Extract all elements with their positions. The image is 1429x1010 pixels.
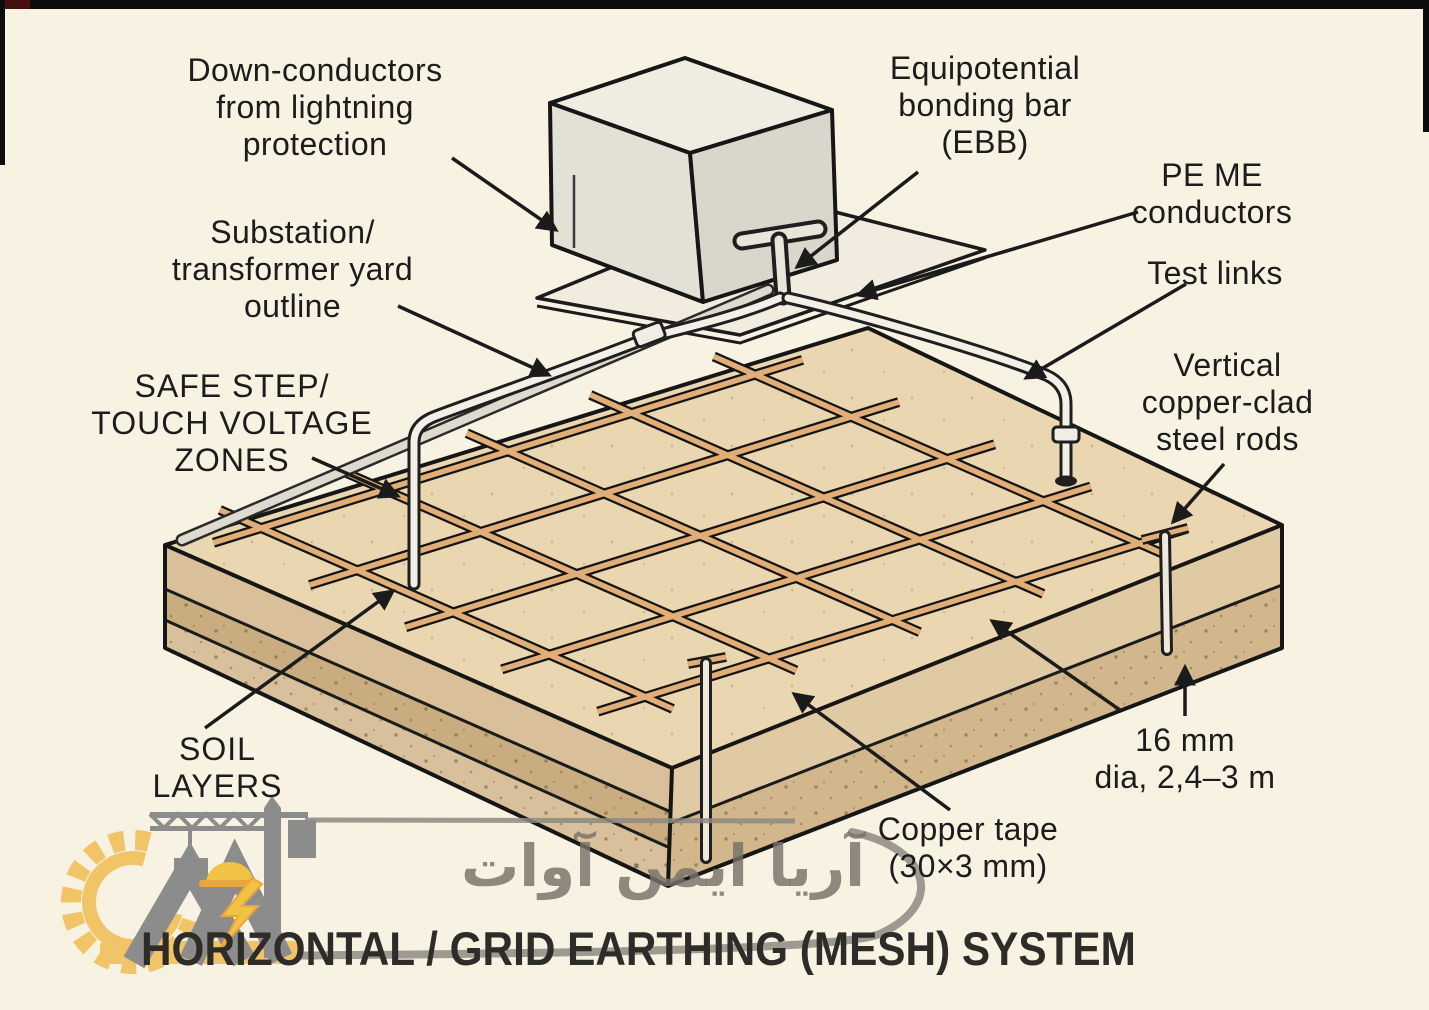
label-soil-layers: SOIL LAYERS	[152, 731, 283, 804]
label-rod-dimensions: 16 mm dia, 2,4–3 m	[1094, 722, 1276, 795]
leader-copper-tape	[791, 692, 952, 812]
stamp-arc	[231, 828, 925, 960]
vertical-rods	[687, 523, 1190, 864]
diagram-title: HORIZONTAL / GRID EARTHING (MESH) SYSTEM	[141, 922, 1136, 975]
copper-tape-run	[589, 392, 1045, 597]
label-substation-outline: Substation/ transformer yard outline	[171, 214, 414, 324]
leader-soil-layers	[203, 589, 396, 730]
leader-down-conductors	[451, 156, 559, 232]
watermark-brand-text: آریا ایمن آوات	[460, 832, 866, 900]
label-vertical-rods: Vertical copper-clad steel rods	[1141, 347, 1314, 457]
leader-substation-outline	[397, 304, 552, 378]
top-left-accent	[0, 0, 30, 9]
test-link-clamp	[1051, 425, 1081, 444]
pe-conductor-right	[781, 291, 1077, 487]
label-down-conductors: Down-conductors from lightning protectio…	[187, 52, 443, 162]
watermark-stamp	[231, 817, 925, 960]
crane-jib-line	[304, 817, 796, 824]
leader-safe-step	[311, 456, 401, 499]
right-rod	[1140, 523, 1190, 656]
leader-pe-me	[854, 210, 1139, 301]
left-border	[0, 0, 5, 165]
copper-tape-run	[712, 353, 1168, 559]
ground-entry-hole	[1055, 475, 1077, 487]
leader-16mm-diагonal	[989, 619, 1121, 712]
copper-tape-run	[218, 507, 674, 712]
company-logo	[61, 796, 316, 974]
lightning-bolt-icon	[217, 876, 264, 953]
label-test-links: Test links	[1147, 255, 1283, 291]
leader-ebb	[794, 170, 920, 270]
leader-test-links	[1023, 282, 1187, 380]
top-border	[0, 0, 1429, 9]
substation-building	[548, 56, 839, 304]
hard-hat-icon	[199, 862, 259, 887]
label-pe-me-conductors: PE ME conductors	[1131, 157, 1293, 230]
leader-vertical-rods	[1170, 462, 1226, 525]
label-equipotential-bar: Equipotential bonding bar (EBB)	[889, 50, 1081, 160]
label-safe-step-zones: SAFE STEP/ TOUCH VOLTAGE ZONES	[91, 368, 373, 478]
copper-tape-run	[465, 430, 921, 635]
leader-lines	[203, 156, 1226, 812]
center-rod	[687, 652, 727, 864]
conductor-clamp-left	[631, 320, 667, 349]
right-border	[1423, 0, 1429, 132]
label-copper-tape: Copper tape (30×3 mm)	[877, 811, 1059, 884]
equipotential-bonding-bar	[732, 219, 828, 306]
